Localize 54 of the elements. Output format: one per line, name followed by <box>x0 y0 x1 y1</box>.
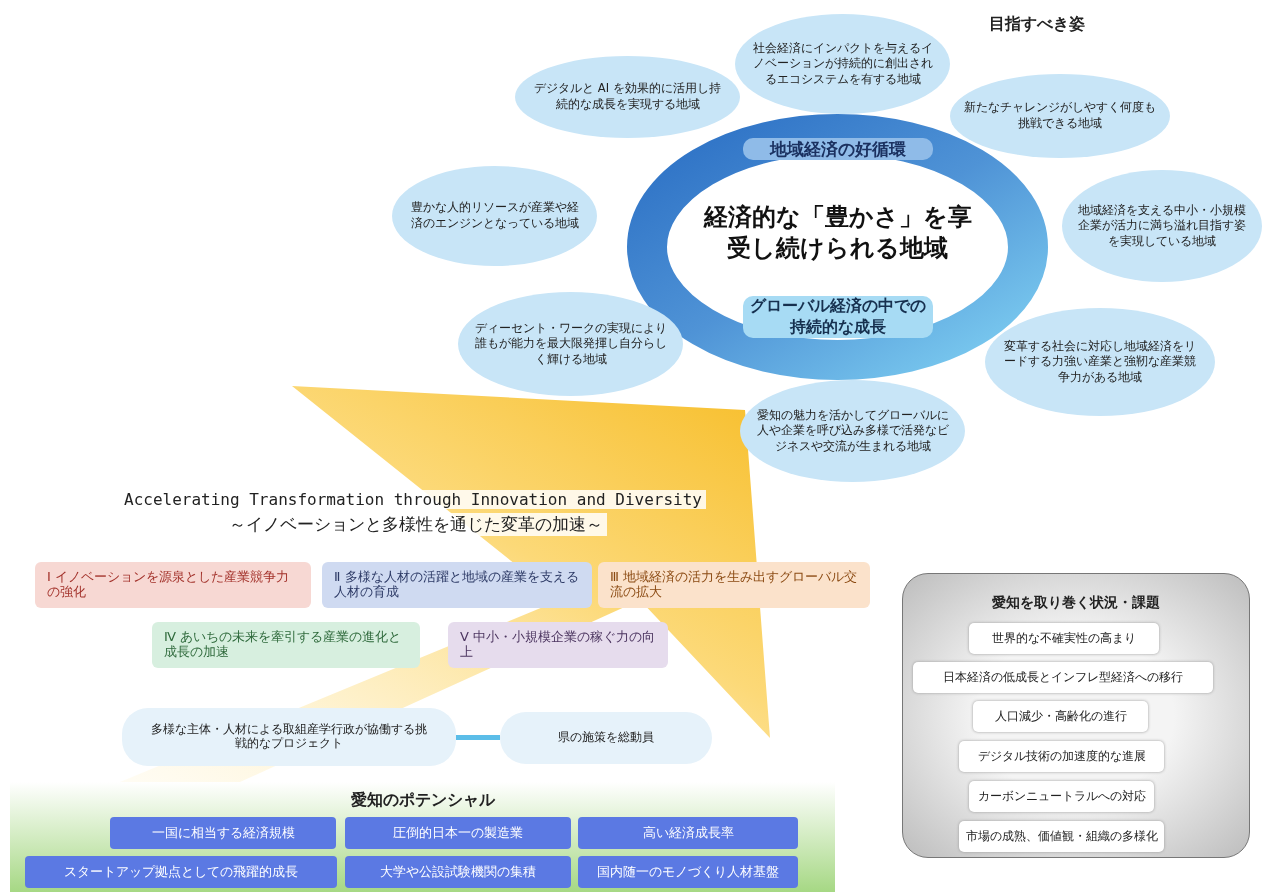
ring-heading: 地域経済の好循環 <box>742 138 933 161</box>
node-text: カーボンニュートラルへの対応 <box>977 788 1146 805</box>
strategy-box <box>35 562 311 608</box>
issue-box <box>973 701 1148 732</box>
goal-text: 新たなチャレンジがしやすく何度も挑戦できる地域 <box>964 100 1156 132</box>
node-text: 大学や公設試験機関の集積 <box>380 863 536 881</box>
node-text: Ⅴ 中小・小規模企業の稼ぐ力の向上 <box>460 630 656 660</box>
strategy-box <box>448 622 668 668</box>
strength-box <box>578 856 798 888</box>
issue-box <box>959 741 1164 772</box>
potential-panel <box>10 782 835 892</box>
goal-text: 変革する社会に対応し地域経済をリードする力強い産業と強靭な産業競争力がある地域 <box>1003 338 1197 386</box>
strength-box <box>110 817 336 849</box>
node-text: Ⅳ あいちの未来を牽引する産業の進化と成長の加速 <box>164 630 403 660</box>
goal-text: 社会経済にインパクトを与えるイノベーションが持続的に創出されるエコシステムを有する地域 <box>751 40 934 88</box>
node-text: スタートアップ拠点としての飛躍的成長 <box>64 863 298 881</box>
node-text: デジタル技術の加速度的な進展 <box>977 748 1146 765</box>
vision-text: 経済的な「豊かさ」を享受し続けられる地域 <box>702 202 973 265</box>
issue-box <box>969 623 1159 654</box>
strategy-box <box>322 562 592 608</box>
node-text: 高い経済成長率 <box>642 824 734 842</box>
issue-box <box>969 781 1154 812</box>
node-text: 人口減少・高齢化の進行 <box>994 708 1127 725</box>
panel-heading: 愛知のポテンシャル <box>349 790 496 811</box>
node-text: Ⅰ イノベーションを源泉とした産業競争力の強化 <box>47 570 290 600</box>
connector-line <box>456 735 500 740</box>
goal-text: 愛知の魅力を活かしてグローバルに人や企業を呼び込み多様で活発なビジネスや交流が生まれる地域 <box>755 407 950 455</box>
node-text: 市場の成熟、価値観・組織の多様化 <box>965 828 1158 845</box>
node-text: 国内随一のモノづくり人材基盤 <box>597 863 779 881</box>
strategy-box <box>598 562 870 608</box>
node-text: 日本経済の低成長とインフレ型経済への移行 <box>943 669 1183 686</box>
node-text: 多様な主体・人材による取組産学行政が協働する挑戦的なプロジェクト <box>150 723 428 751</box>
initiative-pill <box>500 712 712 764</box>
strength-box <box>578 817 798 849</box>
node-text: Ⅱ 多様な人材の活躍と地域の産業を支える人材の育成 <box>334 570 580 600</box>
goal-text: ディーセント・ワークの実現により誰もが能力を最大限発揮し自分らしく輝ける地域 <box>473 320 668 368</box>
node-text: 世界的な不確実性の高まり <box>992 630 1136 647</box>
issues-panel <box>902 573 1250 858</box>
issue-box <box>913 662 1213 693</box>
strength-box <box>345 856 571 888</box>
node-text: 圧倒的日本一の製造業 <box>393 824 523 842</box>
ring-heading: グローバル経済の中での持続的な成長 <box>742 296 933 338</box>
node-text: 県の施策を総動員 <box>558 731 654 745</box>
goal-text: 豊かな人的リソースが産業や経済のエンジンとなっている地域 <box>409 200 580 232</box>
goal-text: デジタルと AI を効果的に活用し持続的な成長を実現する地域 <box>533 81 722 113</box>
strategy-box <box>152 622 420 668</box>
strength-box <box>25 856 337 888</box>
goal-text: 地域経済を支える中小・小規模企業が活力に満ち溢れ目指す姿を実現している地域 <box>1077 202 1247 250</box>
panel-heading: 愛知を取り巻く状況・課題 <box>991 594 1161 612</box>
strength-box <box>345 817 571 849</box>
node-text: Ⅲ 地域経済の活力を生み出すグローバル交流の拡大 <box>610 570 858 600</box>
node-text: 一国に相当する経済規模 <box>151 824 295 842</box>
issue-box <box>959 821 1164 852</box>
initiative-pill <box>122 708 456 766</box>
